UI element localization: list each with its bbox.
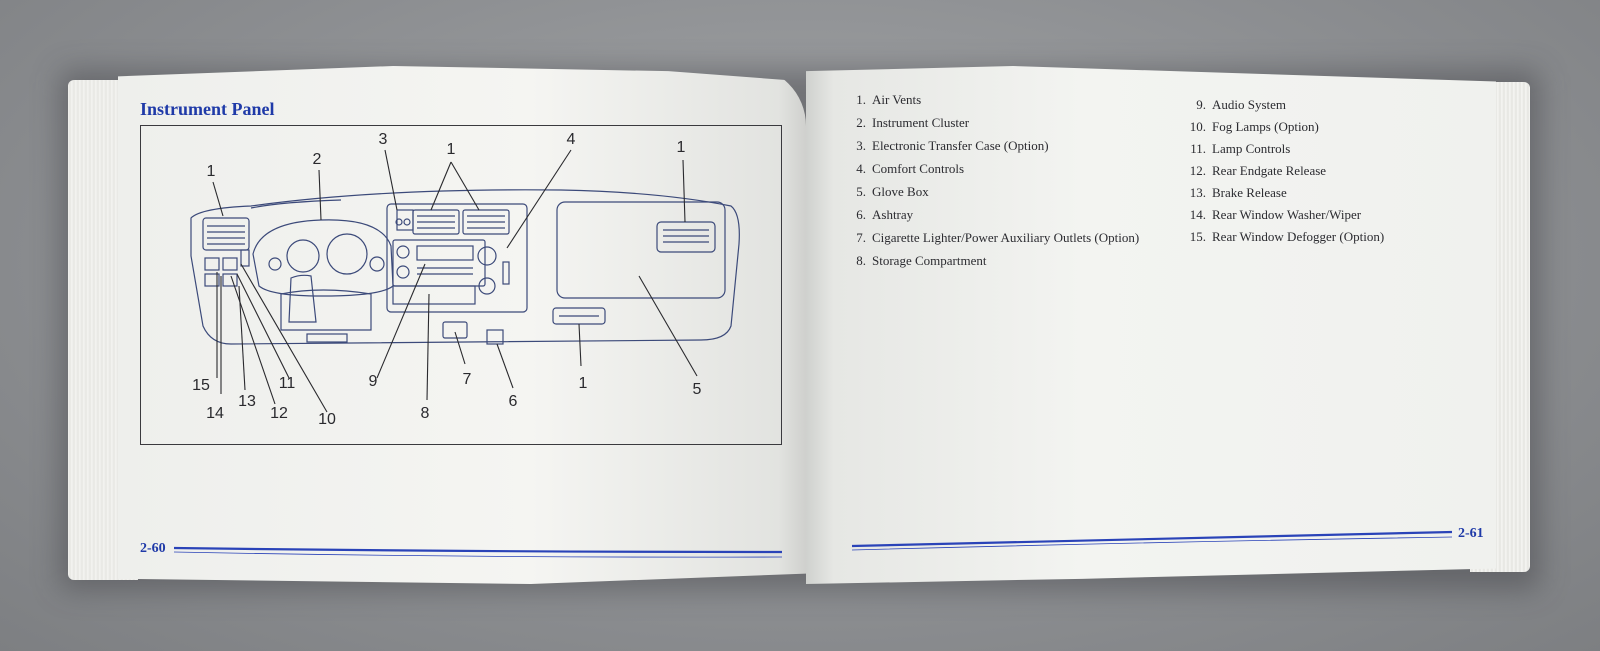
callout-11: 11 xyxy=(279,375,296,392)
page-number-left: 2-60 xyxy=(140,541,166,556)
page-number-right: 2-61 xyxy=(1458,526,1484,541)
legend-item: 3.Electronic Transfer Case (Option) xyxy=(856,138,1049,153)
instrument-panel-diagram: 1 2 3 1 4 1 15 14 13 12 11 10 9 8 7 6 1 … xyxy=(140,125,782,445)
callout-1-left-vent: 1 xyxy=(207,163,216,180)
callout-6: 6 xyxy=(509,393,518,410)
callout-14: 14 xyxy=(206,405,224,422)
legend-item: 10.Fog Lamps (Option) xyxy=(1189,119,1319,134)
callout-5: 5 xyxy=(693,381,702,398)
legend-item: 11.Lamp Controls xyxy=(1190,141,1291,156)
legend-item: 1.Air Vents xyxy=(856,92,922,107)
page-heading: Instrument Panel xyxy=(140,99,275,119)
legend-item: 8.Storage Compartment xyxy=(856,253,987,268)
left-page xyxy=(118,66,806,584)
legend-item: 13.Brake Release xyxy=(1189,185,1287,200)
legend-item: 9.Audio System xyxy=(1196,97,1287,112)
dashboard-line-drawing: 1 2 3 1 4 1 15 14 13 12 11 10 9 8 7 6 1 … xyxy=(190,131,740,428)
legend-item: 7.Cigarette Lighter/Power Auxiliary Outl… xyxy=(856,230,1140,245)
callout-9: 9 xyxy=(369,373,378,390)
callout-13: 13 xyxy=(238,393,256,410)
right-page-rule-thin xyxy=(851,536,1453,551)
callout-10: 10 xyxy=(318,411,336,428)
callout-3: 3 xyxy=(379,131,388,148)
legend-item: 15.Rear Window Defogger (Option) xyxy=(1189,229,1385,244)
left-page-rule xyxy=(173,546,783,554)
legend-list-left: 1.Air Vents 2.Instrument Cluster 3.Elect… xyxy=(850,92,1139,276)
callout-1-right-vent: 1 xyxy=(677,139,686,156)
callout-2: 2 xyxy=(313,151,322,168)
callout-1-center-vents: 1 xyxy=(447,141,456,158)
legend-list-right: 9.Audio System 10.Fog Lamps (Option) 11.… xyxy=(1180,97,1384,251)
callout-8: 8 xyxy=(421,405,430,422)
callout-15: 15 xyxy=(192,377,210,394)
callout-1-lower-vent: 1 xyxy=(579,375,588,392)
legend-item: 6.Ashtray xyxy=(856,207,914,222)
left-page-rule-thin xyxy=(173,551,783,558)
callout-7: 7 xyxy=(463,371,472,388)
callout-4: 4 xyxy=(567,131,576,148)
legend-item: 5.Glove Box xyxy=(856,184,929,199)
callout-12: 12 xyxy=(270,405,288,422)
legend-item: 12.Rear Endgate Release xyxy=(1189,163,1327,178)
legend-item: 4.Comfort Controls xyxy=(856,161,965,176)
legend-item: 2.Instrument Cluster xyxy=(856,115,970,130)
legend-item: 14.Rear Window Washer/Wiper xyxy=(1189,207,1362,222)
right-page-rule xyxy=(851,530,1453,548)
right-page xyxy=(806,66,1496,584)
